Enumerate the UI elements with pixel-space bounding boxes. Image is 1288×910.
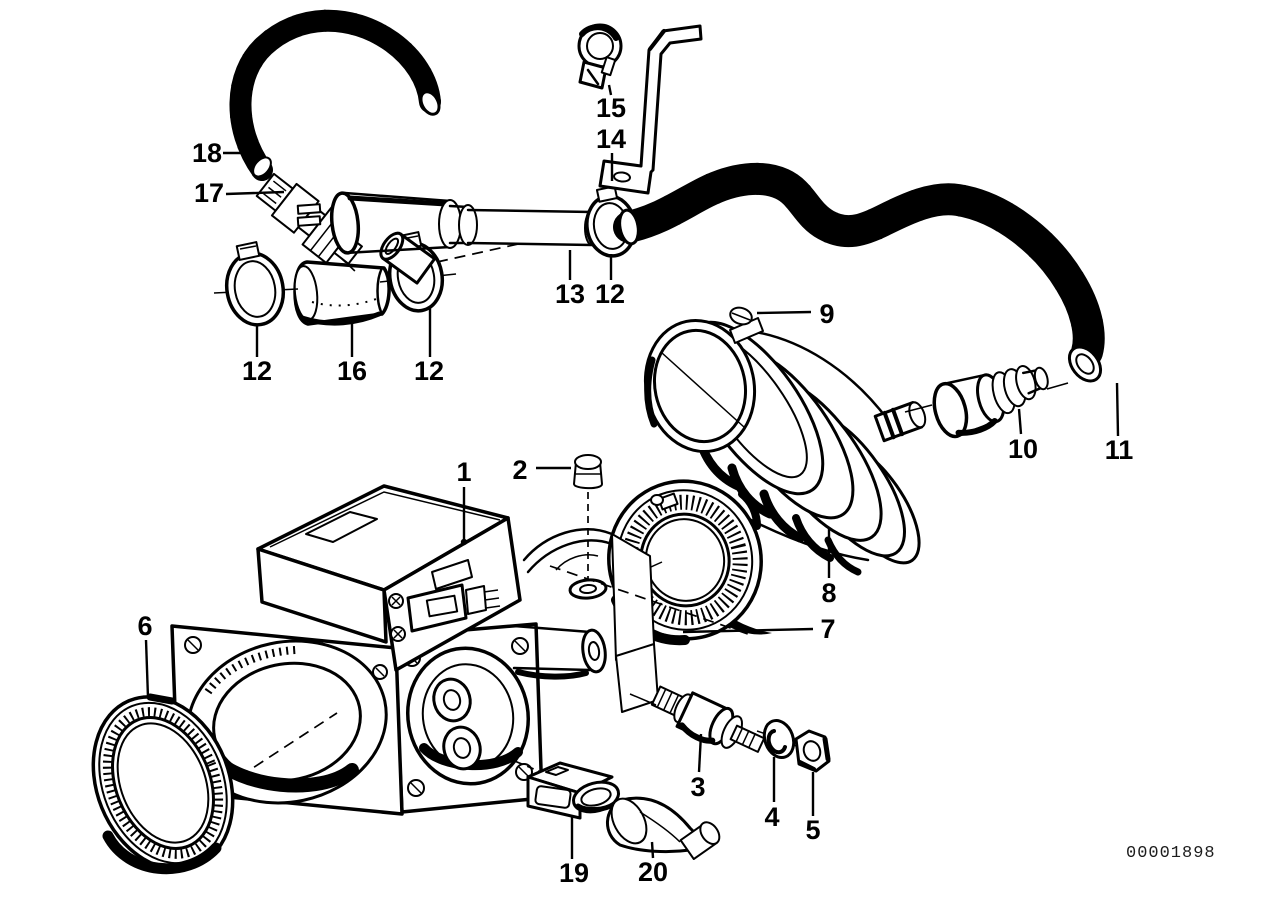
axis-line-boot-to-reducer — [904, 404, 933, 413]
callout-leader-line — [1017, 408, 1023, 435]
part-molded-hose — [613, 162, 1105, 383]
callout-7[interactable]: 7 — [682, 614, 836, 644]
part-vent-hose — [229, 9, 441, 181]
callout-13[interactable]: 13 — [555, 250, 585, 309]
callout-number[interactable]: 2 — [512, 455, 527, 485]
callout-14[interactable]: 14 — [596, 124, 626, 181]
callout-4[interactable]: 4 — [764, 757, 780, 832]
callout-10[interactable]: 10 — [1008, 408, 1038, 464]
callout-number[interactable]: 14 — [596, 124, 626, 154]
callout-number[interactable]: 12 — [242, 356, 272, 386]
part-boot-clamp — [643, 306, 764, 454]
callout-leader-line — [1115, 382, 1120, 437]
part-holder-bracket — [598, 24, 703, 195]
callout-leader-line — [225, 190, 285, 196]
callout-leader-line — [697, 733, 703, 773]
callout-number[interactable]: 16 — [337, 356, 367, 386]
callout-number[interactable]: 5 — [805, 815, 820, 845]
callout-leader-line — [144, 639, 150, 699]
part-hose-clamp-left — [213, 241, 299, 327]
callout-15[interactable]: 15 — [596, 84, 626, 123]
callout-16[interactable]: 16 — [337, 319, 367, 386]
part-nut — [794, 729, 831, 773]
part-protection-cap — [606, 796, 721, 861]
callout-number[interactable]: 11 — [1105, 435, 1134, 465]
callout-number[interactable]: 10 — [1008, 434, 1038, 464]
callout-19[interactable]: 19 — [559, 817, 589, 888]
callout-9[interactable]: 9 — [756, 299, 835, 329]
callout-number[interactable]: 20 — [638, 857, 668, 887]
callout-number[interactable]: 1 — [456, 457, 471, 487]
callout-leader-line — [756, 310, 812, 315]
callout-number[interactable]: 15 — [596, 93, 626, 123]
callout-leader-line — [607, 84, 613, 96]
plate-id-number: 00001898 — [1126, 844, 1216, 863]
callout-12[interactable]: 12 — [595, 254, 625, 309]
callout-number[interactable]: 4 — [764, 802, 779, 832]
part-washer — [762, 719, 796, 759]
part-housing-neck — [432, 528, 659, 771]
part-rubber-ring — [91, 693, 235, 875]
callout-17[interactable]: 17 — [194, 178, 285, 208]
part-air-flow-meter — [256, 484, 522, 672]
part-temp-switch — [650, 685, 766, 753]
callout-number[interactable]: 17 — [194, 178, 224, 208]
callout-leader-line — [650, 841, 655, 859]
callout-number[interactable]: 19 — [559, 858, 589, 888]
callout-6[interactable]: 6 — [137, 611, 153, 699]
callout-leader-line — [682, 627, 814, 634]
callout-number[interactable]: 7 — [820, 614, 835, 644]
callout-12[interactable]: 12 — [414, 308, 444, 386]
callout-18[interactable]: 18 — [192, 138, 258, 168]
part-pipe-clamp — [577, 23, 623, 90]
callout-number[interactable]: 18 — [192, 138, 222, 168]
callout-number[interactable]: 12 — [414, 356, 444, 386]
callout-number[interactable]: 3 — [690, 772, 705, 802]
part-reducer — [932, 365, 1049, 439]
part-plug-connector — [526, 761, 621, 820]
callout-3[interactable]: 3 — [690, 733, 706, 802]
callout-number[interactable]: 8 — [821, 578, 836, 608]
callout-11[interactable]: 11 — [1105, 382, 1134, 465]
axis-line-reducer-to-hose — [1046, 382, 1069, 390]
callout-8[interactable]: 8 — [821, 528, 837, 608]
callout-number[interactable]: 13 — [555, 279, 585, 309]
callout-leader-dot — [460, 538, 468, 546]
callout-20[interactable]: 20 — [638, 841, 668, 887]
callout-1[interactable]: 1 — [456, 457, 472, 546]
callout-12[interactable]: 12 — [242, 325, 272, 386]
callout-number[interactable]: 6 — [137, 611, 152, 641]
callout-number[interactable]: 12 — [595, 279, 625, 309]
part-grommet — [573, 454, 603, 490]
axis-line-housing-switch — [629, 693, 657, 706]
part-throttle-body — [170, 624, 404, 816]
callout-2[interactable]: 2 — [512, 455, 571, 485]
callout-5[interactable]: 5 — [805, 772, 821, 845]
assembly-axis-lines — [238, 242, 749, 778]
callout-number[interactable]: 9 — [819, 299, 834, 329]
part-elbow-hose — [293, 260, 391, 326]
